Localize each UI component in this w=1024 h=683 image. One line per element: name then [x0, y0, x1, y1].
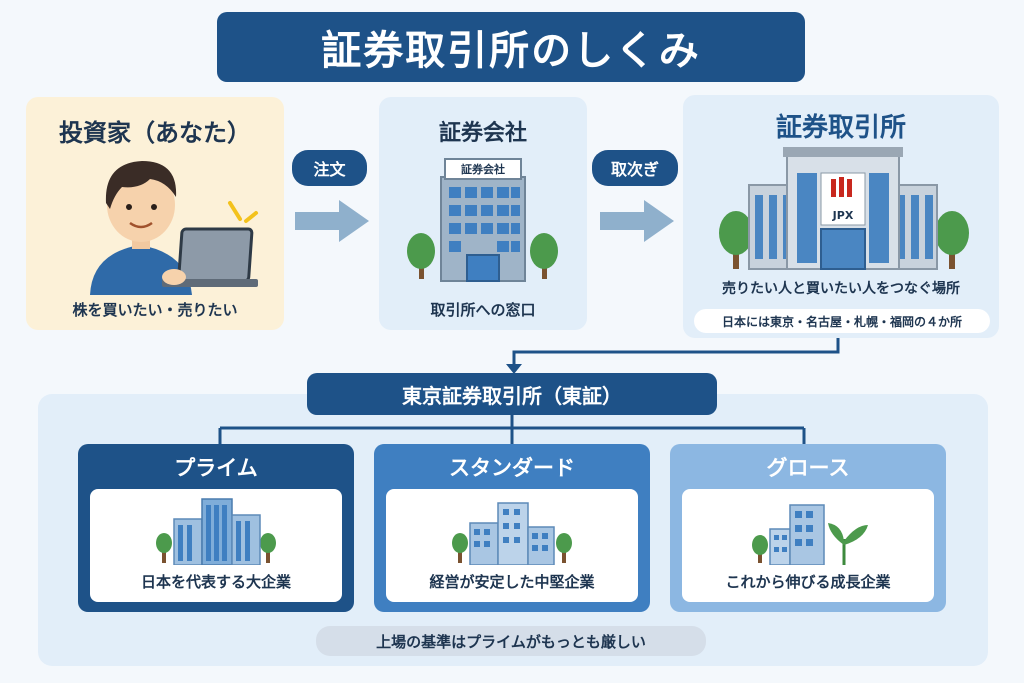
- market-standard-caption: 経営が安定した中堅企業: [429, 573, 595, 591]
- market-growth-panel: これから伸びる成長企業: [682, 489, 934, 602]
- connector-arrow-icon: [506, 338, 840, 374]
- jpx-logo: JPX: [832, 209, 854, 222]
- investor-person-icon: [90, 161, 258, 295]
- market-prime-name: プライム: [174, 456, 258, 480]
- exchange-title: 証券取引所: [775, 113, 906, 143]
- market-standard: スタンダード 経営が安定した中堅企業: [374, 444, 650, 612]
- investor-caption: 株を買いたい・売りたい: [72, 301, 238, 319]
- relay-arrow-icon: [600, 200, 674, 242]
- order-arrow-icon: [295, 200, 369, 242]
- tse-title: 東京証券取引所（東証）: [307, 373, 717, 415]
- market-growth: グロース これから伸びる成長企業: [670, 444, 946, 612]
- growth-buildings-icon: [752, 504, 868, 565]
- investor-card: 投資家（あなた） 株を買いたい・売りたい: [26, 97, 284, 330]
- broker-card: 証券会社 証券会社 取引所への窓口: [379, 97, 587, 330]
- market-prime-panel: 日本を代表する大企業: [90, 489, 342, 602]
- market-prime-caption: 日本を代表する大企業: [140, 573, 291, 591]
- broker-title: 証券会社: [438, 121, 527, 146]
- broker-sign: 証券会社: [461, 163, 505, 176]
- page-title: 証券取引所のしくみ: [217, 12, 805, 82]
- exchange-card: 証券取引所 JPX 売りたい人と買いたい人をつなぐ場所: [683, 95, 999, 338]
- listing-criteria-note: 上場の基準はプライムがもっとも厳しい: [316, 626, 706, 656]
- market-standard-panel: 経営が安定した中堅企業: [386, 489, 638, 602]
- exchange-building-icon: [719, 147, 969, 270]
- prime-buildings-icon: [156, 498, 276, 565]
- market-prime: プライム 日本を代表する大企業: [78, 444, 354, 612]
- branch-connector: [218, 414, 806, 444]
- exchange-caption: 売りたい人と買いたい人をつなぐ場所: [722, 281, 960, 297]
- market-growth-caption: これから伸びる成長企業: [725, 573, 891, 591]
- investor-title: 投資家（あなた）: [59, 119, 251, 147]
- market-standard-name: スタンダード: [449, 456, 575, 480]
- broker-caption: 取引所への窓口: [430, 301, 536, 319]
- order-label: 注文: [292, 150, 367, 186]
- relay-label: 取次ぎ: [592, 150, 678, 186]
- market-growth-name: グロース: [766, 456, 850, 480]
- broker-building-icon: [407, 158, 558, 282]
- exchange-note: 日本には東京・名古屋・札幌・福岡の４か所: [694, 309, 990, 333]
- standard-buildings-icon: [452, 502, 572, 565]
